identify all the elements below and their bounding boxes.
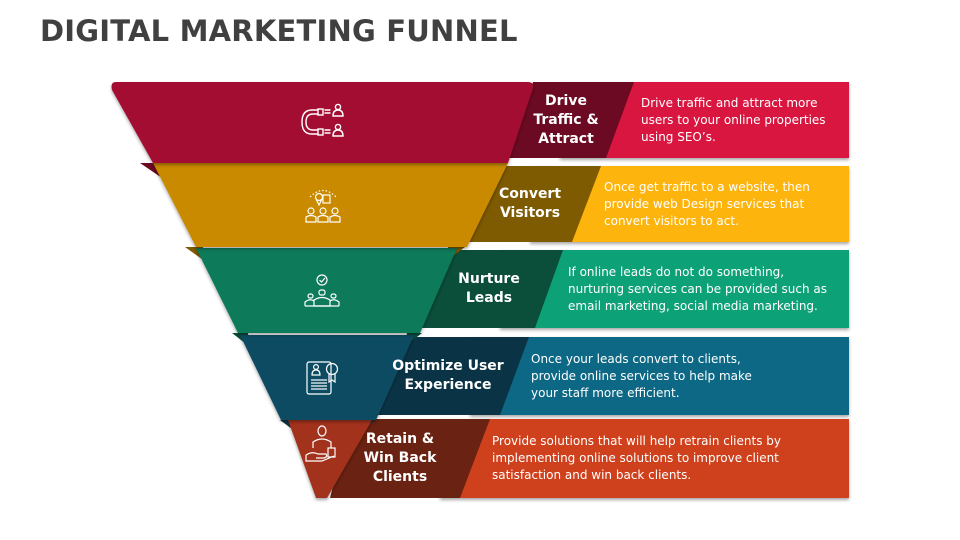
stage-1-label: Drive Traffic & Attract (516, 82, 616, 158)
stage-5-description: Provide solutions that will help retrain… (492, 434, 781, 482)
stage-1-description: Drive traffic and attract more users to … (641, 95, 826, 144)
stage-3-label: Nurture Leads (430, 250, 548, 328)
funnel-level-5 (288, 420, 372, 498)
stage-4-description: Once your leads convert to clients, prov… (531, 351, 752, 400)
stage-4-label: Optimize User Experience (380, 337, 516, 415)
stage-5-label-text: Retain & Win Back Clients (363, 431, 437, 485)
stage-2-label: Convert Visitors (475, 166, 585, 242)
funnel-level-1 (111, 82, 534, 163)
location-team-icon (305, 189, 341, 223)
stage-5-label-panel (330, 419, 490, 498)
stage-4-label-text: Optimize User Experience (392, 358, 504, 393)
stage-3-label-text: Nurture Leads (458, 271, 520, 306)
stage-2-label-text: Convert Visitors (498, 186, 562, 221)
stage-1-label-text: Drive Traffic & Attract (533, 92, 599, 147)
stage-1-label-panel (507, 82, 634, 158)
hand-offering-person-icon (305, 425, 336, 462)
team-check-icon (304, 274, 340, 307)
magnet-users-icon (301, 103, 344, 137)
stage-4-band (470, 337, 849, 415)
page-title: DIGITAL MARKETING FUNNEL (40, 14, 518, 48)
stage-5-band (440, 419, 849, 498)
funnel-level-4 (240, 335, 414, 420)
funnel-level-2 (153, 163, 508, 247)
stage-2-description: Once get traffic to a website, then prov… (604, 179, 810, 228)
stage-5-label: Retain & Win Back Clients (340, 419, 460, 498)
stage-3-description: If online leads do not do something, nur… (568, 264, 827, 313)
funnel-level-3 (196, 248, 457, 333)
certificate-profile-icon (306, 361, 339, 395)
stage-3-label-panel (420, 250, 563, 328)
stage-2-label-panel (466, 166, 601, 242)
stage-4-label-panel (372, 337, 529, 415)
